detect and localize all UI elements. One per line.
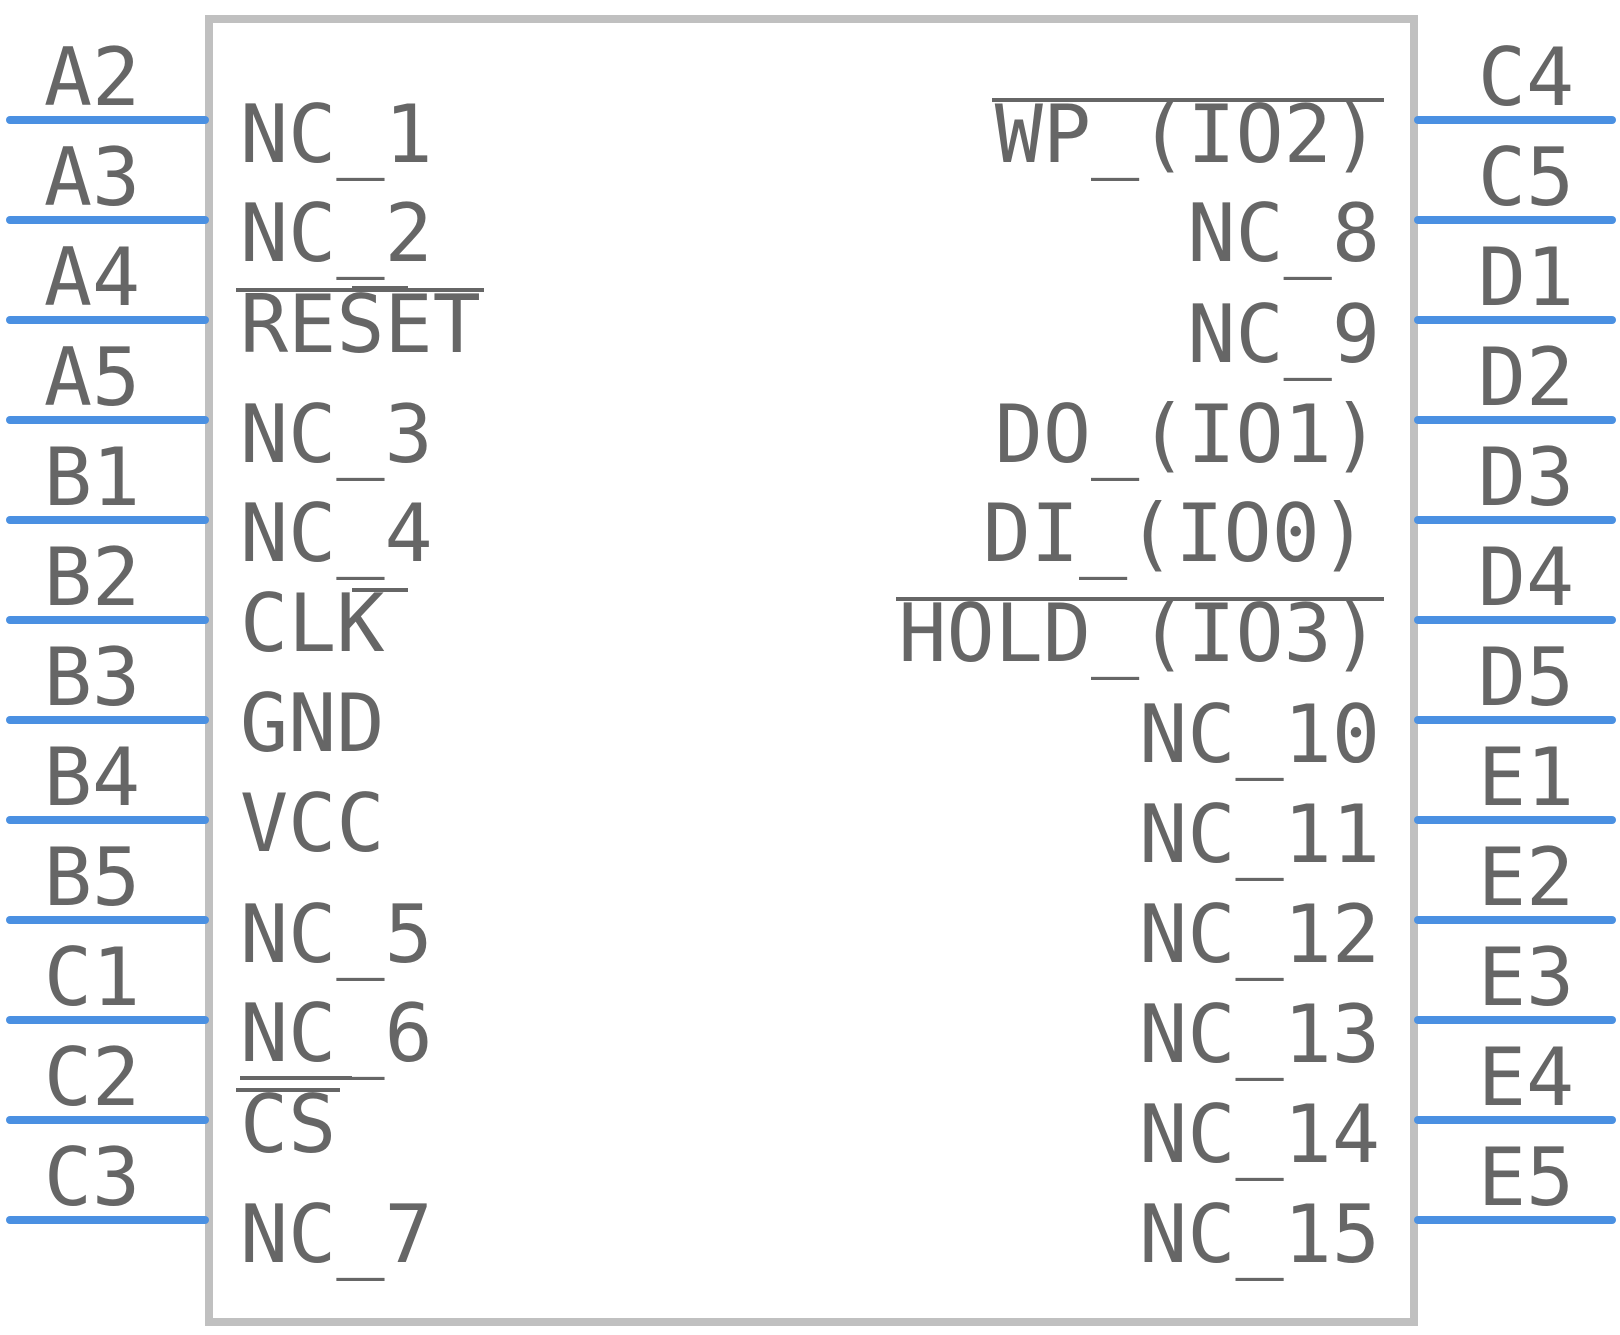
pin-number-label: E5	[1478, 1131, 1574, 1224]
pin-name-label: CLK	[240, 577, 385, 670]
pin-name-label: DI_(IO0)	[983, 487, 1368, 580]
pin-name-label: NC_9	[1187, 288, 1380, 381]
pin-name-label: RESET	[240, 278, 481, 371]
pin-name-label: HOLD_(IO3)	[898, 587, 1380, 680]
pin-name-label: NC_7	[240, 1188, 433, 1281]
pin-number-label: D2	[1478, 331, 1574, 424]
pin-number-label: B1	[44, 431, 140, 524]
pin-name-label: GND	[240, 677, 385, 770]
pin-number-label: B2	[44, 531, 140, 624]
pin-name-label: DO_(IO1)	[995, 388, 1380, 481]
pin-number-label: C1	[44, 931, 140, 1024]
pin-name-label: NC_8	[1187, 187, 1380, 280]
pin-name-label: VCC	[240, 777, 385, 870]
pin-number-label: D1	[1478, 231, 1574, 324]
pin-number-label: E3	[1478, 931, 1574, 1024]
pin-number-label: C2	[44, 1031, 140, 1124]
pin-name-label: NC_13	[1139, 988, 1380, 1081]
pin-b2: B2 CLK	[6, 531, 385, 670]
pin-name-label: CS	[240, 1078, 336, 1171]
extra-overline-marks	[240, 286, 408, 1080]
pin-number-label: C3	[44, 1131, 140, 1224]
pin-number-label: B5	[44, 831, 140, 924]
pin-number-label: E4	[1478, 1031, 1574, 1124]
pin-name-label: NC_3	[240, 388, 433, 481]
pin-name-label: WP_(IO2)	[995, 88, 1380, 181]
pin-b3: B3 GND	[6, 631, 385, 770]
pin-number-label: C5	[1478, 131, 1574, 224]
pin-name-label: NC_4	[240, 487, 433, 580]
pin-number-label: E1	[1478, 731, 1574, 824]
pin-name-label: NC_14	[1139, 1088, 1380, 1181]
pin-name-label: NC_1	[240, 88, 433, 181]
component-body-outline	[205, 15, 1418, 1326]
pin-number-label: D4	[1478, 531, 1574, 624]
pin-number-label: D3	[1478, 431, 1574, 524]
pin-number-label: A4	[44, 231, 140, 324]
pin-number-label: B3	[44, 631, 140, 724]
pin-number-label: B4	[44, 731, 140, 824]
pin-number-label: A2	[44, 31, 140, 124]
pin-name-label: NC_15	[1139, 1188, 1380, 1281]
pin-b4: B4 VCC	[6, 731, 385, 870]
pin-number-label: C4	[1478, 31, 1574, 124]
pin-name-label: NC_10	[1139, 688, 1380, 781]
pin-name-label: NC_5	[240, 888, 433, 981]
pin-name-label: NC_11	[1139, 788, 1380, 881]
pin-name-label: NC_2	[240, 187, 433, 280]
pin-number-label: A5	[44, 331, 140, 424]
pin-number-label: A3	[44, 131, 140, 224]
pin-name-label: NC_6	[240, 987, 433, 1080]
pin-number-label: D5	[1478, 631, 1574, 724]
pin-number-label: E2	[1478, 831, 1574, 924]
pin-name-label: NC_12	[1139, 888, 1380, 981]
